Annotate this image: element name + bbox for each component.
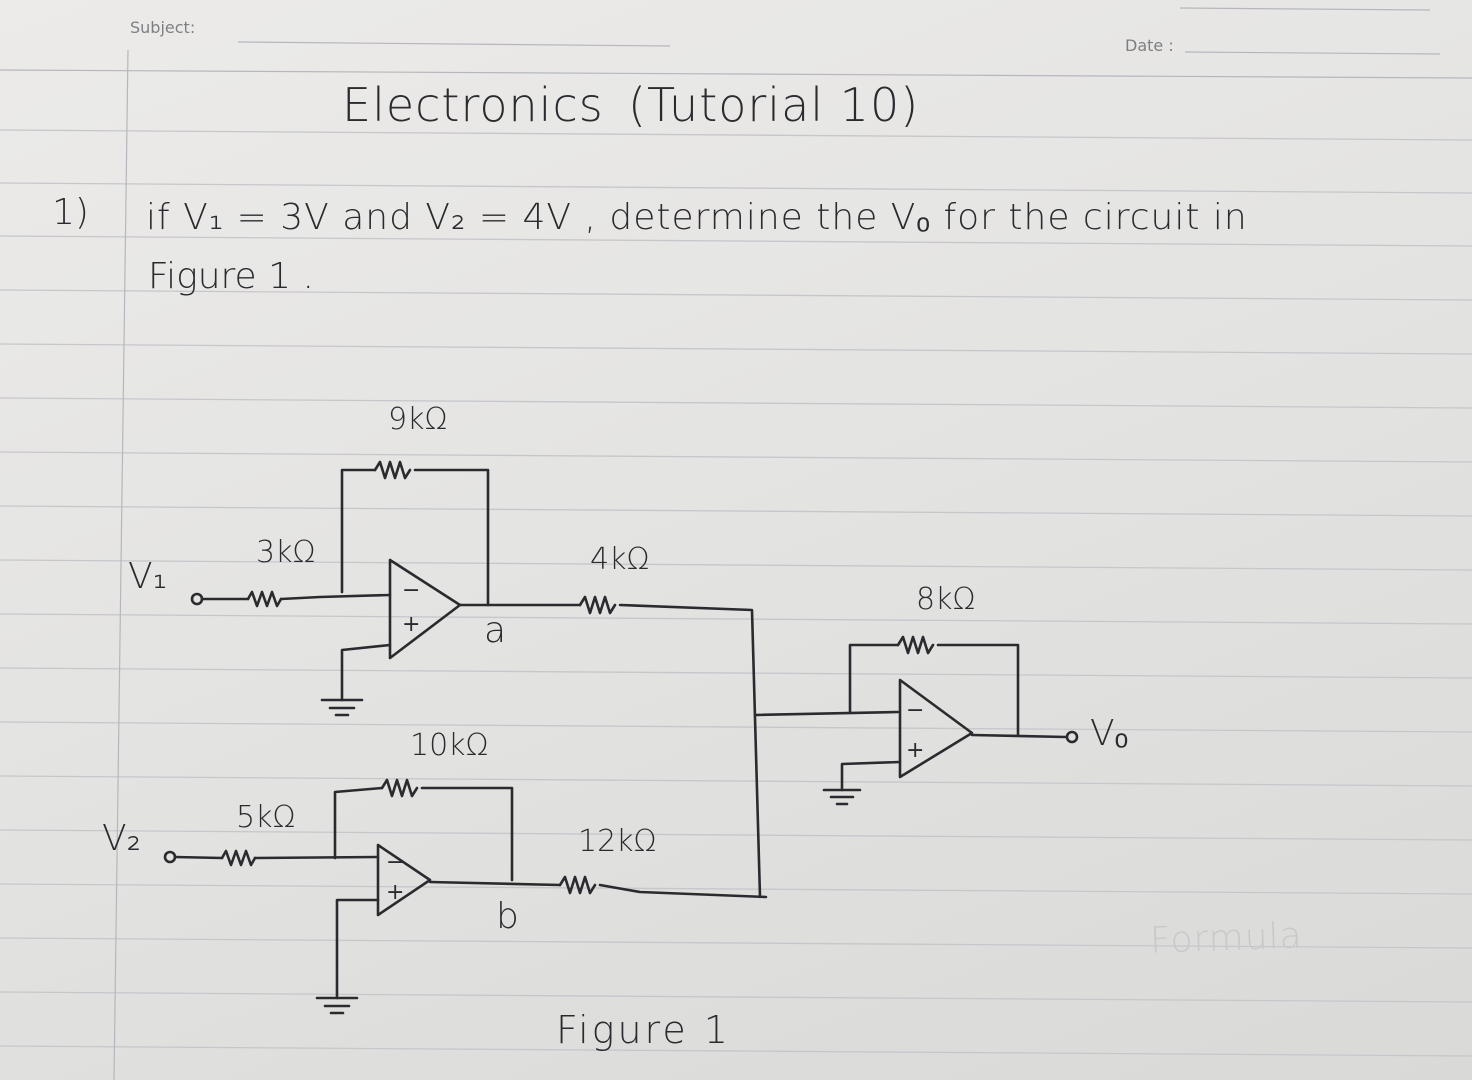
opamp-3-minus: − [906, 698, 925, 723]
date-label: Date : [1125, 36, 1174, 55]
resistor-5k [220, 849, 257, 867]
resistor-10k [380, 778, 419, 798]
label-10k: 10kΩ [410, 728, 489, 763]
opamp-2-minus: − [386, 850, 405, 875]
resistor-8k [896, 635, 935, 655]
opamp-1-minus: − [402, 578, 421, 603]
resistor-12k [558, 875, 597, 895]
label-vo: Vₒ [1090, 713, 1129, 754]
label-v2: V₂ [102, 818, 142, 859]
formula-stamp: Formula [1149, 915, 1304, 962]
opamp-2-plus: + [386, 880, 405, 905]
opamp-1 [388, 558, 462, 660]
opamp-1-plus: + [402, 612, 421, 637]
label-v1: V₁ [128, 556, 168, 597]
feedback-wire-2 [333, 786, 384, 860]
label-8k: 8kΩ [916, 582, 976, 617]
label-node-b: b [496, 896, 519, 937]
label-12k: 12kΩ [578, 824, 657, 859]
resistor-9k [373, 460, 412, 480]
subject-label: Subject: [130, 18, 196, 37]
title-subject: Electronics [342, 78, 604, 132]
v1-terminal [190, 592, 204, 606]
label-node-a: a [484, 610, 507, 651]
label-3k: 3kΩ [256, 535, 316, 570]
label-5k: 5kΩ [236, 800, 296, 835]
opamp-2 [376, 843, 432, 917]
label-4k: 4kΩ [590, 542, 650, 577]
feedback-wire-3 [848, 643, 900, 714]
opamp-3 [898, 678, 974, 779]
feedback-wire-1 [340, 468, 377, 594]
question-text-line1: if V₁ = 3V and V₂ = 4V , determine the V… [146, 197, 1248, 238]
label-9k: 9kΩ [388, 402, 448, 437]
resistor-4k [578, 595, 617, 615]
title-tutorial: (Tutorial 10) [628, 78, 920, 132]
v2-terminal [163, 850, 177, 864]
resistor-3k [246, 590, 283, 608]
question-text-line2: Figure 1 . [148, 256, 314, 297]
opamp-3-plus: + [906, 738, 925, 763]
question-number: 1) [52, 192, 89, 233]
vo-terminal [1065, 730, 1079, 744]
figure-caption: Figure 1 [556, 1008, 731, 1052]
feedback-wire-1b [413, 468, 490, 607]
